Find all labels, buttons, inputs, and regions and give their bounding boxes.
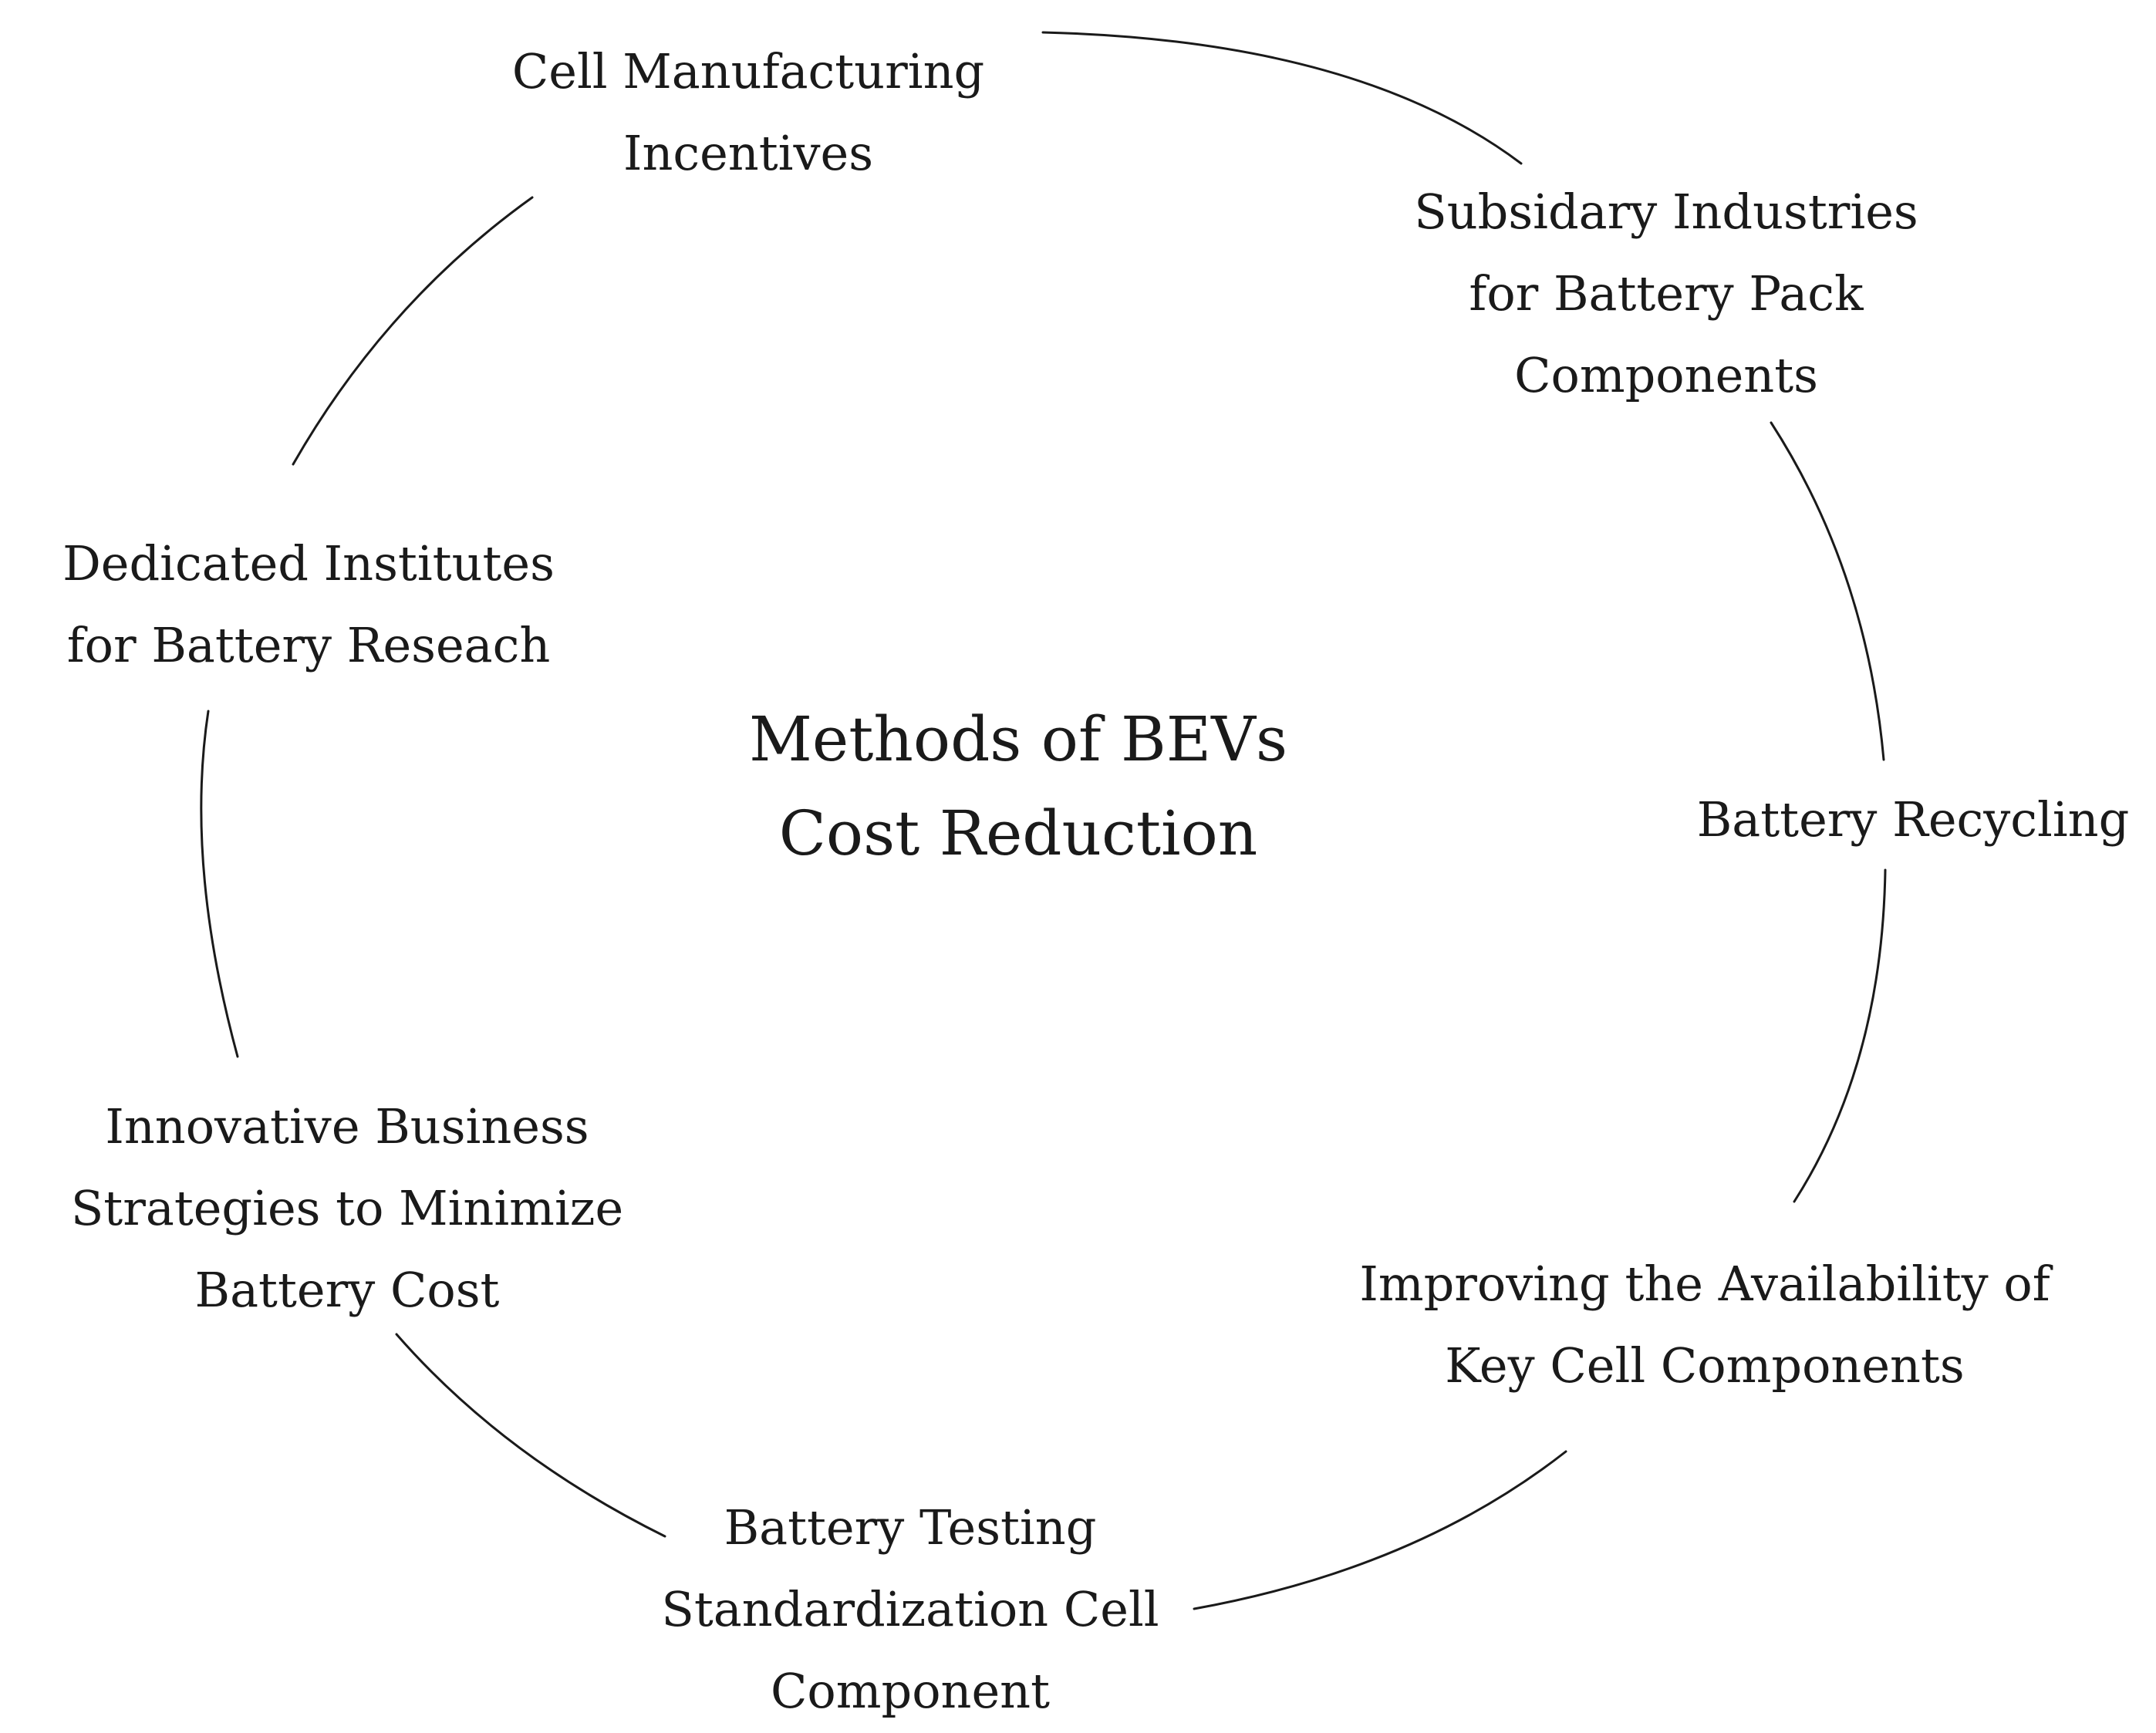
central-title-line-1: Methods of BEVs	[748, 703, 1287, 775]
node-battery-testing-line-3: Component	[770, 1663, 1051, 1719]
arc-institutes-to-cell	[292, 196, 534, 466]
arc-testing-to-business	[395, 1333, 666, 1538]
node-cell-manufacturing-line-1: Cell Manufacturing	[511, 43, 985, 99]
node-battery-recycling: Battery Recycling	[1682, 779, 2144, 861]
node-dedicated-institutes-line-2: for Battery Reseach	[66, 617, 551, 673]
arc-subsidiary-to-recycling	[1770, 421, 1885, 761]
central-title-line-2: Cost Reduction	[778, 797, 1258, 869]
arc-cell-to-subsidiary	[1041, 31, 1523, 165]
node-business-strategies-line-2: Strategies to Minimize	[70, 1180, 624, 1236]
node-dedicated-institutes: Dedicated Institutes for Battery Reseach	[15, 523, 602, 686]
node-subsidiary-industries-line-2: for Battery Pack	[1469, 265, 1864, 322]
central-title: Methods of BEVs Cost Reduction	[710, 693, 1327, 881]
node-subsidiary-industries-line-1: Subsidary Industries	[1414, 184, 1918, 240]
node-subsidiary-industries-line-3: Components	[1514, 347, 1818, 403]
node-key-cell-components: Improving the Availability of Key Cell C…	[1311, 1243, 2098, 1407]
node-cell-manufacturing-line-2: Incentives	[623, 125, 874, 181]
node-battery-testing-line-2: Standardization Cell	[661, 1581, 1159, 1637]
arc-key-components-to-testing	[1193, 1450, 1567, 1610]
node-battery-testing: Battery Testing Standardization Cell Com…	[586, 1487, 1234, 1732]
node-business-strategies-line-3: Battery Cost	[194, 1262, 500, 1318]
node-key-cell-components-line-2: Key Cell Components	[1445, 1337, 1965, 1394]
node-business-strategies: Innovative Business Strategies to Minimi…	[15, 1086, 679, 1331]
arc-recycling-to-key-components	[1793, 868, 1887, 1203]
node-key-cell-components-line-1: Improving the Availability of	[1359, 1256, 2050, 1312]
node-cell-manufacturing: Cell Manufacturing Incentives	[440, 31, 1057, 194]
node-battery-recycling-line-1: Battery Recycling	[1696, 791, 2130, 848]
arc-business-to-institutes	[200, 710, 239, 1058]
node-business-strategies-line-1: Innovative Business	[105, 1098, 589, 1155]
node-dedicated-institutes-line-1: Dedicated Institutes	[62, 535, 555, 592]
node-subsidiary-industries: Subsidary Industries for Battery Pack Co…	[1342, 171, 1990, 416]
node-battery-testing-line-1: Battery Testing	[724, 1499, 1097, 1556]
